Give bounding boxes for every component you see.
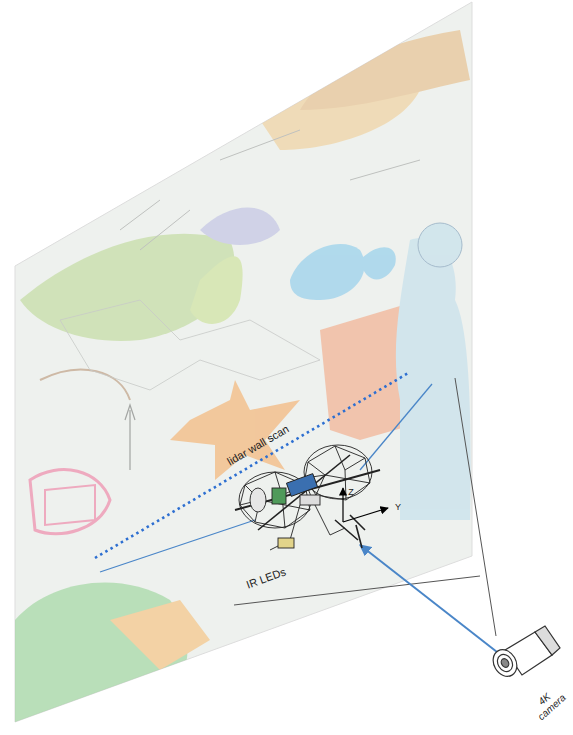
camera-view-lines [234, 378, 496, 636]
axis-label: Z [345, 488, 357, 498]
wall-mural [15, 2, 472, 722]
camera-symbol [488, 626, 560, 681]
drone [235, 445, 380, 550]
axes [343, 488, 388, 522]
camera-ray [360, 545, 497, 652]
lidar-beams [100, 384, 432, 572]
part-label: IR LEDs [236, 562, 297, 594]
part-label: 4K camera [526, 681, 570, 724]
axis-label: Y [392, 503, 404, 513]
lidar-scan-line [95, 372, 410, 558]
scan-label: lidar wall scan [207, 413, 308, 478]
